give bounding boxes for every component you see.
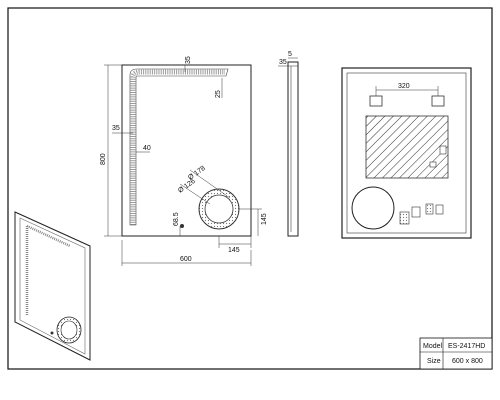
iso-inner bbox=[19, 217, 86, 355]
touch-switch-dot bbox=[180, 224, 184, 228]
dim-bracket-spacing: 320 bbox=[398, 83, 410, 90]
page-frame bbox=[7, 7, 493, 370]
heater-pad bbox=[365, 115, 449, 179]
title-block-frame bbox=[419, 337, 493, 370]
connector-box bbox=[439, 145, 447, 155]
title-block: Model ES-2417HD Size 600 x 800 bbox=[419, 337, 493, 370]
front-view: 35 25 800 35 40 Ø 178 Ø 126 68.5 145 145 bbox=[100, 56, 268, 266]
bracket-right bbox=[431, 95, 445, 107]
ring-light-inner bbox=[204, 194, 234, 224]
back-view: 320 bbox=[341, 67, 472, 239]
led-strip-top-left bbox=[130, 69, 225, 225]
side-profile bbox=[287, 61, 299, 237]
model-label: Model bbox=[423, 343, 443, 350]
driver-3 bbox=[425, 203, 434, 215]
driver-4 bbox=[435, 204, 444, 215]
dim-left-offset: 35 bbox=[112, 125, 120, 132]
driver-2 bbox=[411, 206, 421, 218]
dim-depth: 35 bbox=[279, 59, 287, 66]
model-value: ES-2417HD bbox=[448, 343, 485, 350]
dim-left-strip: 40 bbox=[143, 145, 151, 152]
dim-ring-bottom-offset: 145 bbox=[261, 213, 268, 225]
dim-height: 800 bbox=[100, 153, 107, 165]
size-value: 600 x 800 bbox=[452, 358, 483, 365]
dim-switch-height: 68.5 bbox=[173, 212, 180, 226]
dim-width: 600 bbox=[180, 256, 192, 263]
connector-box-small bbox=[429, 161, 437, 168]
iso-ring-inner bbox=[60, 320, 78, 340]
bracket-left bbox=[369, 95, 383, 107]
back-inner-frame bbox=[346, 72, 467, 234]
dim-thickness: 5 bbox=[288, 51, 292, 58]
iso-led-strip-top bbox=[26, 224, 71, 248]
side-view: 5 35 bbox=[278, 51, 299, 237]
size-label: Size bbox=[427, 358, 441, 365]
isometric-view bbox=[14, 211, 91, 361]
driver-1 bbox=[399, 211, 410, 225]
dim-ring-right-offset: 145 bbox=[228, 247, 240, 254]
iso-switch bbox=[50, 331, 54, 335]
dim-top-offset: 35 bbox=[185, 56, 192, 64]
back-ring bbox=[351, 186, 395, 230]
dim-top-strip: 25 bbox=[215, 90, 222, 98]
led-strip-outline bbox=[129, 68, 229, 226]
